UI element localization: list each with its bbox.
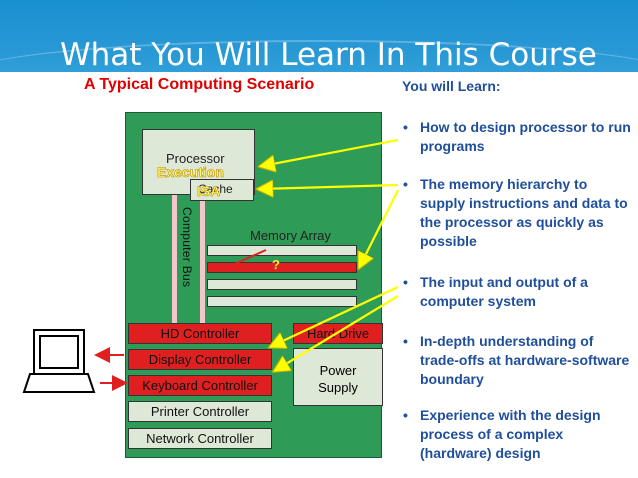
keyboard-controller: Keyboard Controller	[128, 375, 272, 396]
memory-row	[207, 296, 357, 307]
execution-label: Execution	[157, 164, 225, 181]
keyboard-icon	[22, 373, 96, 393]
bullet-dot: •	[403, 407, 408, 423]
memory-array-label: Memory Array	[250, 228, 331, 243]
bullet-item: • The input and output of a computer sys…	[403, 273, 631, 313]
cache-box	[190, 179, 254, 201]
bullet-text: The input and output of a computer syste…	[420, 274, 588, 309]
bullet-item: • Experience with the design process of …	[403, 406, 631, 465]
bullet-item: • How to design processor to run program…	[403, 118, 631, 158]
bullet-dot: •	[403, 176, 408, 192]
isa-label: ISA	[197, 183, 221, 200]
bullet-dot: •	[403, 333, 408, 349]
bullet-item: • In-depth understanding of trade-offs a…	[403, 332, 631, 391]
processor-label: Processor	[166, 151, 225, 166]
bullet-text: How to design processor to run programs	[420, 119, 631, 154]
printer-controller: Printer Controller	[128, 401, 272, 422]
computer-bus-line-right	[199, 201, 206, 323]
memory-row	[207, 279, 357, 290]
arrow-to-cache	[260, 185, 399, 189]
yellow-arrows	[260, 138, 399, 370]
memory-row-highlighted	[207, 262, 357, 273]
bullet-text: Experience with the design process of a …	[420, 407, 601, 461]
computer-monitor-icon	[33, 329, 85, 375]
computer-bus-line-left	[171, 195, 178, 323]
power-supply: Power Supply	[293, 348, 383, 406]
power-supply-line2: Supply	[318, 380, 358, 395]
bullet-dot: •	[403, 274, 408, 290]
page-title: What You Will Learn In This Course	[60, 37, 597, 73]
bullet-item: • The memory hierarchy to supply instruc…	[403, 175, 631, 253]
memory-row	[207, 245, 357, 256]
arrow-to-display-controller	[272, 286, 399, 346]
hd-controller: HD Controller	[128, 323, 272, 344]
display-controller: Display Controller	[128, 349, 272, 370]
decorative-streak	[0, 40, 638, 95]
bullet-dot: •	[403, 119, 408, 135]
network-controller: Network Controller	[128, 428, 272, 449]
bullet-text: The memory hierarchy to supply instructi…	[420, 176, 628, 249]
arrow-to-processor	[262, 138, 399, 166]
arrow-to-memory	[360, 189, 399, 266]
power-supply-line1: Power	[319, 363, 357, 378]
question-mark: ?	[272, 257, 280, 272]
arrow-to-keyboard-controller	[276, 295, 399, 370]
learn-heading: You will Learn:	[402, 78, 501, 94]
diagram-subtitle: A Typical Computing Scenario	[84, 76, 315, 93]
computer-bus-label: Computer Bus	[180, 207, 194, 288]
cache-label: Cache	[198, 182, 233, 196]
red-link	[229, 249, 267, 267]
bullet-text: In-depth understanding of trade-offs at …	[420, 333, 630, 387]
